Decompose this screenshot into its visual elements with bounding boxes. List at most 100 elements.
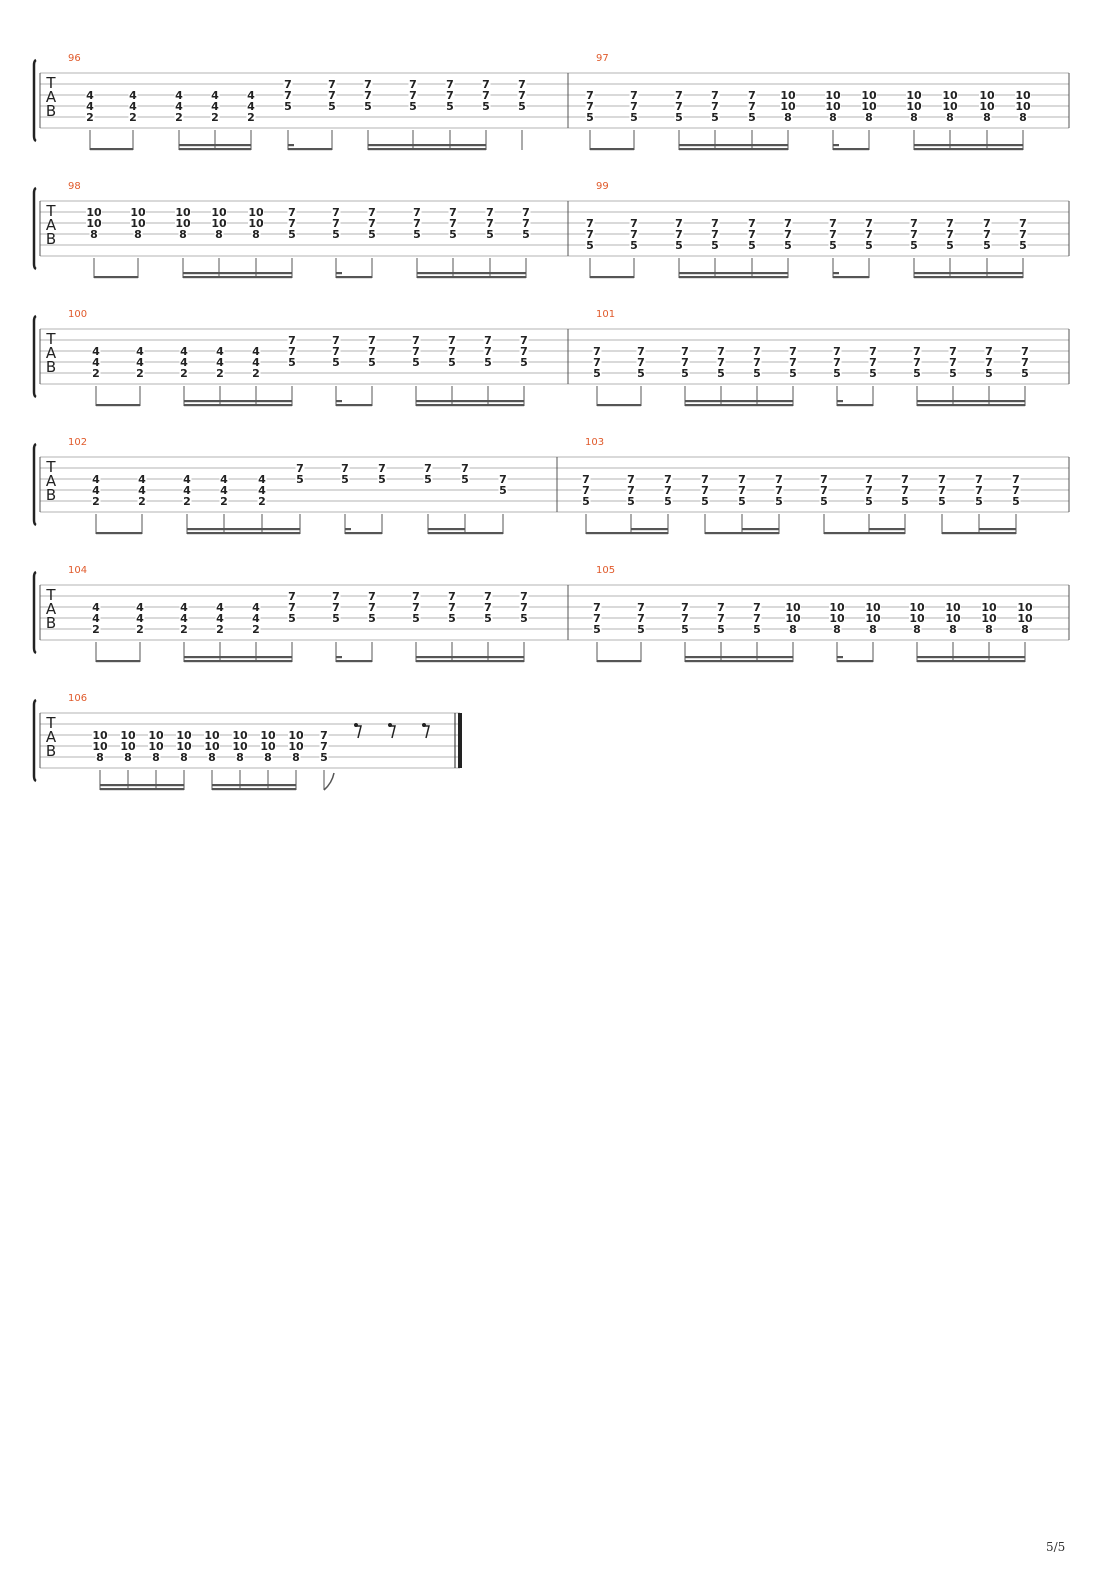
fret-bg [680, 357, 690, 367]
beam [183, 276, 292, 279]
fret-number: 5 [711, 239, 719, 252]
fret-bg [942, 101, 958, 111]
fret-bg [865, 613, 881, 623]
fret-number: 7 [364, 89, 372, 102]
fret-number: 7 [637, 345, 645, 358]
fret-number: 7 [784, 228, 792, 241]
fret-bg [174, 90, 184, 100]
fret-number: 7 [518, 89, 526, 102]
fret-bg [135, 602, 145, 612]
fret-bg [182, 485, 192, 495]
fret-number: 7 [320, 729, 328, 742]
beam-partial [336, 656, 342, 659]
fret-bg [367, 357, 377, 367]
fret-bg [148, 730, 164, 740]
tab-system: TAB1061010810108101081010810108101081010… [32, 693, 462, 791]
fret-number: 7 [520, 345, 528, 358]
fret-number: 7 [409, 78, 417, 91]
beam [179, 144, 251, 147]
fret-number: 8 [152, 751, 160, 764]
fret-bg [592, 346, 602, 356]
fret-number: 2 [247, 111, 255, 124]
fret-number: 4 [247, 100, 255, 113]
fret-number: 10 [909, 601, 925, 614]
fret-number: 7 [520, 334, 528, 347]
fret-bg [291, 752, 301, 762]
tab-clef-t: T [45, 458, 56, 476]
fret-bg [519, 346, 529, 356]
fret-number: 7 [582, 484, 590, 497]
fret-bg [984, 357, 994, 367]
beam [914, 148, 1023, 151]
fret-number: 10 [865, 612, 881, 625]
fret-number: 2 [220, 495, 228, 508]
fret-bg [447, 591, 457, 601]
fret-number: 7 [865, 484, 873, 497]
beam [597, 660, 641, 663]
fret-bg [674, 229, 684, 239]
fret-bg [783, 240, 793, 250]
fret-number: 7 [332, 601, 340, 614]
tab-clef-a: A [46, 728, 57, 746]
fret-bg [981, 602, 997, 612]
fret-bg [232, 741, 248, 751]
beam [187, 532, 300, 535]
fret-number: 4 [175, 89, 183, 102]
fret-number: 4 [86, 89, 94, 102]
fret-bg [747, 90, 757, 100]
beam [917, 660, 1025, 663]
fret-bg [710, 240, 720, 250]
beam [914, 276, 1023, 279]
fret-number: 5 [681, 367, 689, 380]
fret-number: 4 [136, 612, 144, 625]
fret-number: 8 [292, 751, 300, 764]
beam [417, 276, 526, 279]
fret-number: 5 [378, 473, 386, 486]
fret-bg [629, 112, 639, 122]
beam [742, 532, 779, 535]
fret-number: 5 [522, 228, 530, 241]
fret-bg [937, 496, 947, 506]
fret-bg [210, 112, 220, 122]
fret-bg [219, 485, 229, 495]
fret-number: 7 [586, 100, 594, 113]
fret-bg [408, 90, 418, 100]
fret-bg [135, 613, 145, 623]
fret-number: 7 [520, 590, 528, 603]
fret-number: 10 [176, 740, 192, 753]
fret-number: 4 [138, 484, 146, 497]
beam [824, 532, 869, 535]
measure-number: 96 [68, 53, 81, 64]
fret-bg [832, 346, 842, 356]
fret-number: 7 [482, 78, 490, 91]
fret-bg [86, 218, 102, 228]
fret-bg [783, 112, 793, 122]
beam [428, 532, 465, 535]
fret-bg [251, 368, 261, 378]
fret-number: 4 [247, 89, 255, 102]
fret-bg [367, 335, 377, 345]
fret-bg [447, 357, 457, 367]
fret-bg [319, 741, 329, 751]
fret-number: 7 [833, 345, 841, 358]
fret-number: 10 [86, 217, 102, 230]
tab-clef-b: B [46, 614, 56, 632]
fret-bg [331, 229, 341, 239]
fret-bg [710, 112, 720, 122]
fret-number: 10 [942, 89, 958, 102]
fret-bg [174, 101, 184, 111]
fret-bg [367, 346, 377, 356]
fret-bg [865, 602, 881, 612]
fret-number: 7 [784, 217, 792, 230]
fret-number: 10 [148, 729, 164, 742]
fret-number: 7 [288, 345, 296, 358]
beam [336, 276, 372, 279]
fret-bg [909, 112, 919, 122]
fret-number: 7 [738, 484, 746, 497]
fret-number: 5 [412, 356, 420, 369]
fret-bg [788, 357, 798, 367]
fret-number: 5 [865, 239, 873, 252]
beam [368, 144, 486, 147]
fret-number: 10 [1017, 601, 1033, 614]
fret-number: 8 [264, 751, 272, 764]
